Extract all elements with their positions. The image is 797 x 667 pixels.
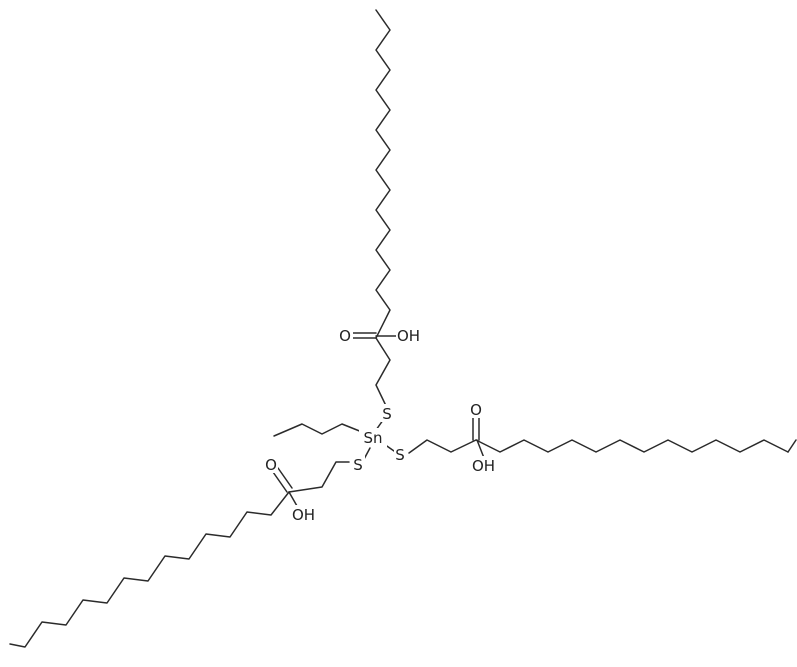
left-carbonyl-oxygen-label: O	[265, 456, 277, 474]
sulfur-right-label: S	[395, 446, 405, 464]
left-alkyl-chain	[9, 491, 290, 648]
sulfur-left-label: S	[353, 456, 363, 474]
right-hydroxyl-label: OH	[472, 457, 495, 475]
right-carbonyl-oxygen-label: O	[470, 401, 482, 419]
left-carbonyl-bond-1	[272, 471, 288, 493]
right-alkyl-chain	[475, 439, 789, 453]
tin-label: Sn	[363, 429, 382, 447]
right-hydroxyl-bond	[476, 439, 485, 459]
top-hydroxyl-label: OH	[397, 327, 420, 345]
butyl-chain	[273, 423, 363, 437]
left-hydroxyl-label: OH	[292, 506, 315, 524]
left-propyl-linker	[288, 461, 350, 493]
right-propyl-linker	[408, 439, 477, 454]
right-chain-end	[787, 439, 797, 453]
top-alkyl-chain	[375, 9, 391, 339]
sulfur-top-label: S	[382, 405, 392, 423]
top-propyl-linker	[375, 337, 391, 411]
top-carbonyl-oxygen-label: O	[339, 327, 351, 345]
left-carbonyl-bond-2	[277, 467, 293, 489]
left-hydroxyl-bond	[288, 491, 298, 507]
